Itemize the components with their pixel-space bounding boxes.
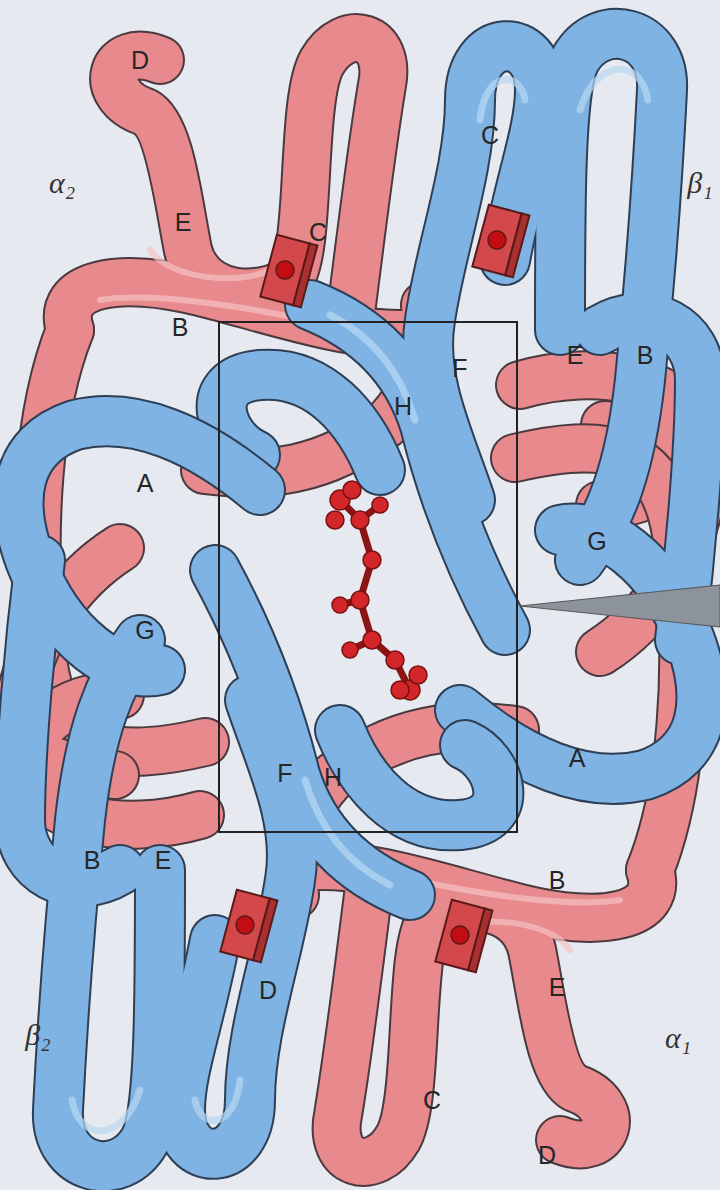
- helix-label: G: [587, 529, 606, 554]
- helix-label: H: [394, 394, 412, 419]
- heme-alpha2: [260, 235, 317, 308]
- helix-label: C: [309, 220, 327, 245]
- helix-label: B: [637, 343, 654, 368]
- helix-label: F: [277, 761, 292, 786]
- helix-label: E: [567, 343, 584, 368]
- helix-label: B: [172, 315, 189, 340]
- helix-label: C: [423, 1088, 441, 1113]
- subunit-label: β₂: [25, 1020, 50, 1050]
- helix-label: D: [131, 48, 149, 73]
- heme-beta1: [472, 205, 529, 278]
- subunit-label: α₂: [49, 168, 75, 198]
- helix-label: F: [452, 356, 467, 381]
- helix-label: B: [549, 868, 566, 893]
- helix-label: C: [481, 123, 499, 148]
- pointer-wedge: [520, 585, 720, 627]
- beta1-chain: [222, 34, 702, 779]
- helix-label: A: [137, 471, 154, 496]
- cavity-frame: [219, 322, 517, 832]
- beta2-chain: [19, 421, 499, 1166]
- helix-label: E: [155, 848, 172, 873]
- helix-label: D: [259, 978, 277, 1003]
- helix-label: E: [549, 975, 566, 1000]
- heme-beta2: [220, 890, 277, 963]
- helix-label: A: [569, 746, 586, 771]
- bpg-molecule: [326, 481, 427, 700]
- subunit-label: α₁: [665, 1023, 691, 1053]
- helix-label: D: [538, 1143, 556, 1168]
- helix-label: B: [84, 848, 101, 873]
- helix-label: H: [324, 765, 342, 790]
- subunit-label: β₁: [687, 168, 712, 198]
- helix-label: G: [135, 618, 154, 643]
- heme-alpha1: [435, 900, 492, 973]
- helix-label: E: [175, 210, 192, 235]
